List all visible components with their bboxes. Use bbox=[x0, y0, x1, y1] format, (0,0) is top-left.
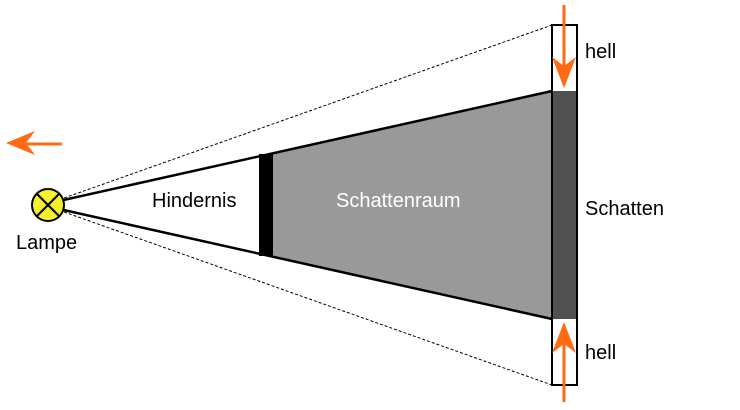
arrow-left-icon bbox=[6, 131, 62, 155]
bright-top-label: hell bbox=[585, 41, 617, 63]
shadow-space-region bbox=[273, 91, 552, 319]
bright-bottom-label: hell bbox=[585, 342, 617, 364]
lamp-icon bbox=[31, 188, 65, 222]
ray-bottom bbox=[49, 205, 553, 321]
dotted-ray-bottom bbox=[49, 206, 553, 386]
obstacle bbox=[259, 154, 273, 256]
ray-top bbox=[49, 89, 553, 205]
shadow-on-screen bbox=[553, 91, 576, 319]
obstacle-label: Hindernis bbox=[152, 190, 237, 212]
lamp-label: Lampe bbox=[16, 232, 78, 254]
dotted-ray-top bbox=[49, 24, 553, 204]
arrow-up-icon bbox=[552, 322, 576, 402]
arrow-down-icon bbox=[552, 5, 576, 88]
shadow-space-label: Schattenraum bbox=[336, 190, 461, 212]
shadow-label: Schatten bbox=[585, 198, 664, 220]
